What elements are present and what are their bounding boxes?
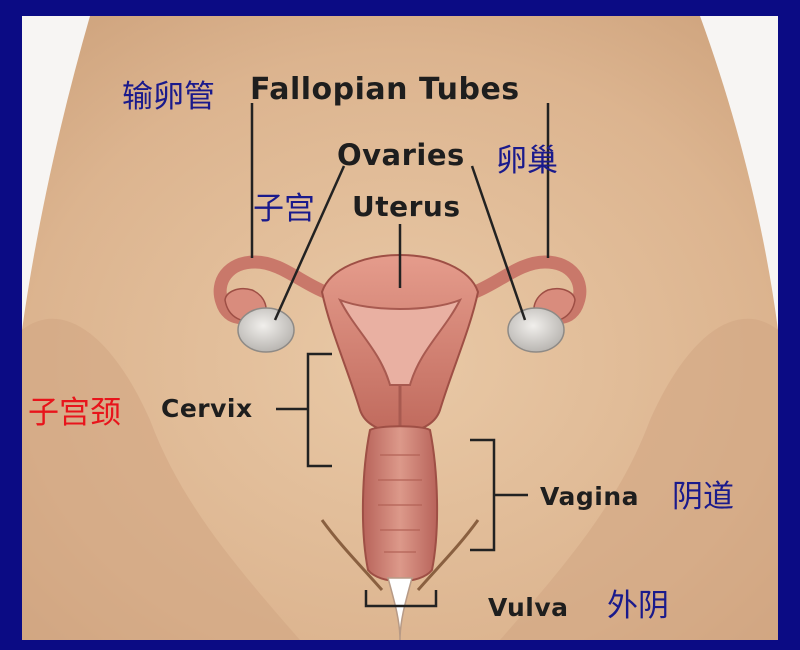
left-ovary <box>238 308 294 352</box>
label-uterus-cn: 子宫 <box>253 194 315 225</box>
label-fallopian-tubes-en: Fallopian Tubes <box>250 72 520 107</box>
label-fallopian-tubes-cn: 输卵管 <box>122 82 215 113</box>
label-cervix-en: Cervix <box>161 394 253 423</box>
label-uterus-en: Uterus <box>352 190 461 223</box>
label-vagina-en: Vagina <box>540 482 639 511</box>
right-ovary <box>508 308 564 352</box>
label-vulva-en: Vulva <box>488 593 569 622</box>
vagina-body <box>363 426 437 581</box>
label-vagina-cn: 阴道 <box>672 482 734 513</box>
label-ovaries-cn: 卵巢 <box>496 146 558 177</box>
label-vulva-cn: 外阴 <box>607 591 669 622</box>
label-ovaries-en: Ovaries <box>337 138 465 172</box>
label-cervix-cn: 子宫颈 <box>28 398 121 429</box>
